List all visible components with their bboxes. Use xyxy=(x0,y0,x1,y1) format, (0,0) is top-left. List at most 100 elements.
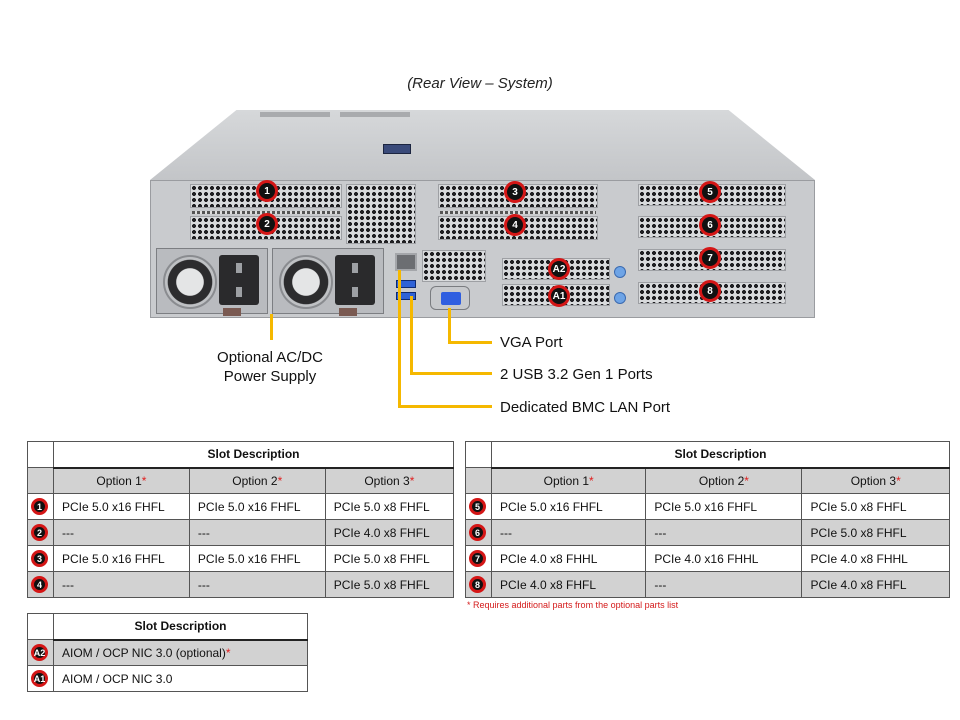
table-cell: PCIe 4.0 x16 FHHL xyxy=(645,545,803,572)
table-cell: PCIe 5.0 x8 FHFL xyxy=(801,493,950,520)
table-cell: --- xyxy=(490,519,647,546)
table-cell: --- xyxy=(53,571,190,598)
slot-badge-7: 7 xyxy=(469,550,486,567)
table-cell: --- xyxy=(645,519,803,546)
vent-grille xyxy=(422,250,486,282)
table-row: 7 PCIe 4.0 x8 FHHL PCIe 4.0 x16 FHHL PCI… xyxy=(465,545,950,572)
table-cell: PCIe 5.0 x16 FHFL xyxy=(490,493,647,520)
option-header: Option 3* xyxy=(801,467,950,494)
slot-badge-6: 6 xyxy=(699,214,721,236)
slot-badge-a1: A1 xyxy=(31,670,48,687)
callout-line-usb xyxy=(410,372,492,375)
chassis-top-cover xyxy=(150,110,815,180)
table-cell: AIOM / OCP NIC 3.0 xyxy=(53,665,308,692)
vent-grille xyxy=(346,184,416,244)
power-socket-icon xyxy=(335,255,375,305)
table-cell: AIOM / OCP NIC 3.0 (optional)* xyxy=(53,639,308,666)
table-cell: PCIe 4.0 x8 FHHL xyxy=(801,545,950,572)
pcie-slot-3 xyxy=(438,184,598,208)
table-row: A2 AIOM / OCP NIC 3.0 (optional)* xyxy=(27,639,308,666)
table-header: Slot Description xyxy=(491,441,950,469)
slot-badge-5: 5 xyxy=(699,181,721,203)
diagram-title: (Rear View – System) xyxy=(407,75,553,92)
slot-badge-3: 3 xyxy=(504,181,526,203)
option-header: Option 1* xyxy=(53,467,190,494)
table-cell: --- xyxy=(188,519,326,546)
corner-cell xyxy=(465,467,492,494)
thumbscrew xyxy=(614,292,626,304)
table-cell: PCIe 4.0 x8 FHFL xyxy=(324,519,455,546)
option-header: Option 1* xyxy=(490,467,647,494)
slot-divider xyxy=(440,211,596,214)
slot-badge-8: 8 xyxy=(699,280,721,302)
slot-badge-3: 3 xyxy=(31,550,48,567)
table-cell: --- xyxy=(188,571,326,598)
table-row: 8 PCIe 4.0 x8 FHFL --- PCIe 4.0 x8 FHFL xyxy=(465,571,950,598)
usb-callout: 2 USB 3.2 Gen 1 Ports xyxy=(500,366,653,383)
corner-cell xyxy=(27,613,54,640)
option-header: Option 2* xyxy=(645,467,803,494)
psu-callout-line1: Optional AC/DC xyxy=(217,349,323,366)
table-cell: --- xyxy=(645,571,803,598)
table-row: 4 --- --- PCIe 5.0 x8 FHFL xyxy=(27,571,455,598)
slot-badge-a2: A2 xyxy=(31,644,48,661)
psu-callout: Optional AC/DC Power Supply xyxy=(200,348,340,386)
table-cell: PCIe 5.0 x8 FHFL xyxy=(324,545,455,572)
table-cell: PCIe 4.0 x8 FHHL xyxy=(490,545,647,572)
callout-line-vga xyxy=(448,341,492,344)
table-cell: PCIe 5.0 x8 FHFL xyxy=(324,571,455,598)
slot-badge-1: 1 xyxy=(256,180,278,202)
slot-badge-4: 4 xyxy=(31,576,48,593)
callout-line-usb xyxy=(410,296,413,375)
aiom-slot-table: Slot Description A2 AIOM / OCP NIC 3.0 (… xyxy=(27,613,308,692)
callout-line-psu xyxy=(270,314,273,340)
slot-badge-8: 8 xyxy=(469,576,486,593)
footnote: * Requires additional parts from the opt… xyxy=(467,600,679,610)
table-row: 5 PCIe 5.0 x16 FHFL PCIe 5.0 x16 FHFL PC… xyxy=(465,493,950,520)
table-row: 3 PCIe 5.0 x16 FHFL PCIe 5.0 x16 FHFL PC… xyxy=(27,545,455,572)
slot-badge-a1: A1 xyxy=(548,285,570,307)
option-header: Option 2* xyxy=(188,467,326,494)
power-supply-2 xyxy=(272,248,384,316)
table-cell: PCIe 5.0 x8 FHFL xyxy=(324,493,455,520)
vga-port xyxy=(430,286,470,310)
corner-cell xyxy=(465,441,492,468)
table-row: 2 --- --- PCIe 4.0 x8 FHFL xyxy=(27,519,455,546)
power-supply-1 xyxy=(156,248,268,316)
vga-callout: VGA Port xyxy=(500,334,563,351)
table-row: A1 AIOM / OCP NIC 3.0 xyxy=(27,665,308,692)
table-header: Slot Description xyxy=(53,441,454,469)
table-row: 6 --- --- PCIe 5.0 x8 FHFL xyxy=(465,519,950,546)
table-header: Slot Description xyxy=(53,613,308,641)
table-cell: PCIe 5.0 x16 FHFL xyxy=(645,493,803,520)
bmc-callout: Dedicated BMC LAN Port xyxy=(500,399,671,416)
corner-cell xyxy=(27,467,54,494)
bmc-lan-port xyxy=(395,253,417,271)
table-cell: PCIe 5.0 x16 FHFL xyxy=(188,493,326,520)
callout-line-bmc xyxy=(398,405,492,408)
option-header: Option 3* xyxy=(324,467,455,494)
fan-icon xyxy=(279,255,333,309)
slot-badge-6: 6 xyxy=(469,524,486,541)
slot-badge-5: 5 xyxy=(469,498,486,515)
slot-badge-7: 7 xyxy=(699,247,721,269)
fan-icon xyxy=(163,255,217,309)
slot-badge-1: 1 xyxy=(31,498,48,515)
lid-label xyxy=(260,112,330,117)
table-cell: PCIe 4.0 x8 FHFL xyxy=(801,571,950,598)
corner-cell xyxy=(27,441,54,468)
slot-badge-4: 4 xyxy=(504,214,526,236)
psu-handle xyxy=(339,308,357,316)
table-cell: PCIe 4.0 x8 FHFL xyxy=(490,571,647,598)
psu-handle xyxy=(223,308,241,316)
callout-line-vga xyxy=(448,308,451,344)
thumbscrew xyxy=(614,266,626,278)
usb-port xyxy=(396,292,416,300)
table-row: 1 PCIe 5.0 x16 FHFL PCIe 5.0 x16 FHFL PC… xyxy=(27,493,455,520)
power-socket-icon xyxy=(219,255,259,305)
slot-divider xyxy=(192,211,340,214)
psu-callout-line2: Power Supply xyxy=(223,368,317,385)
server-rear-view: 1 2 3 4 5 6 7 8 A2 A1 xyxy=(150,110,815,320)
slot-table-5-8: Slot Description Option 1* Option 2* Opt… xyxy=(465,441,950,598)
slot-badge-2: 2 xyxy=(256,213,278,235)
